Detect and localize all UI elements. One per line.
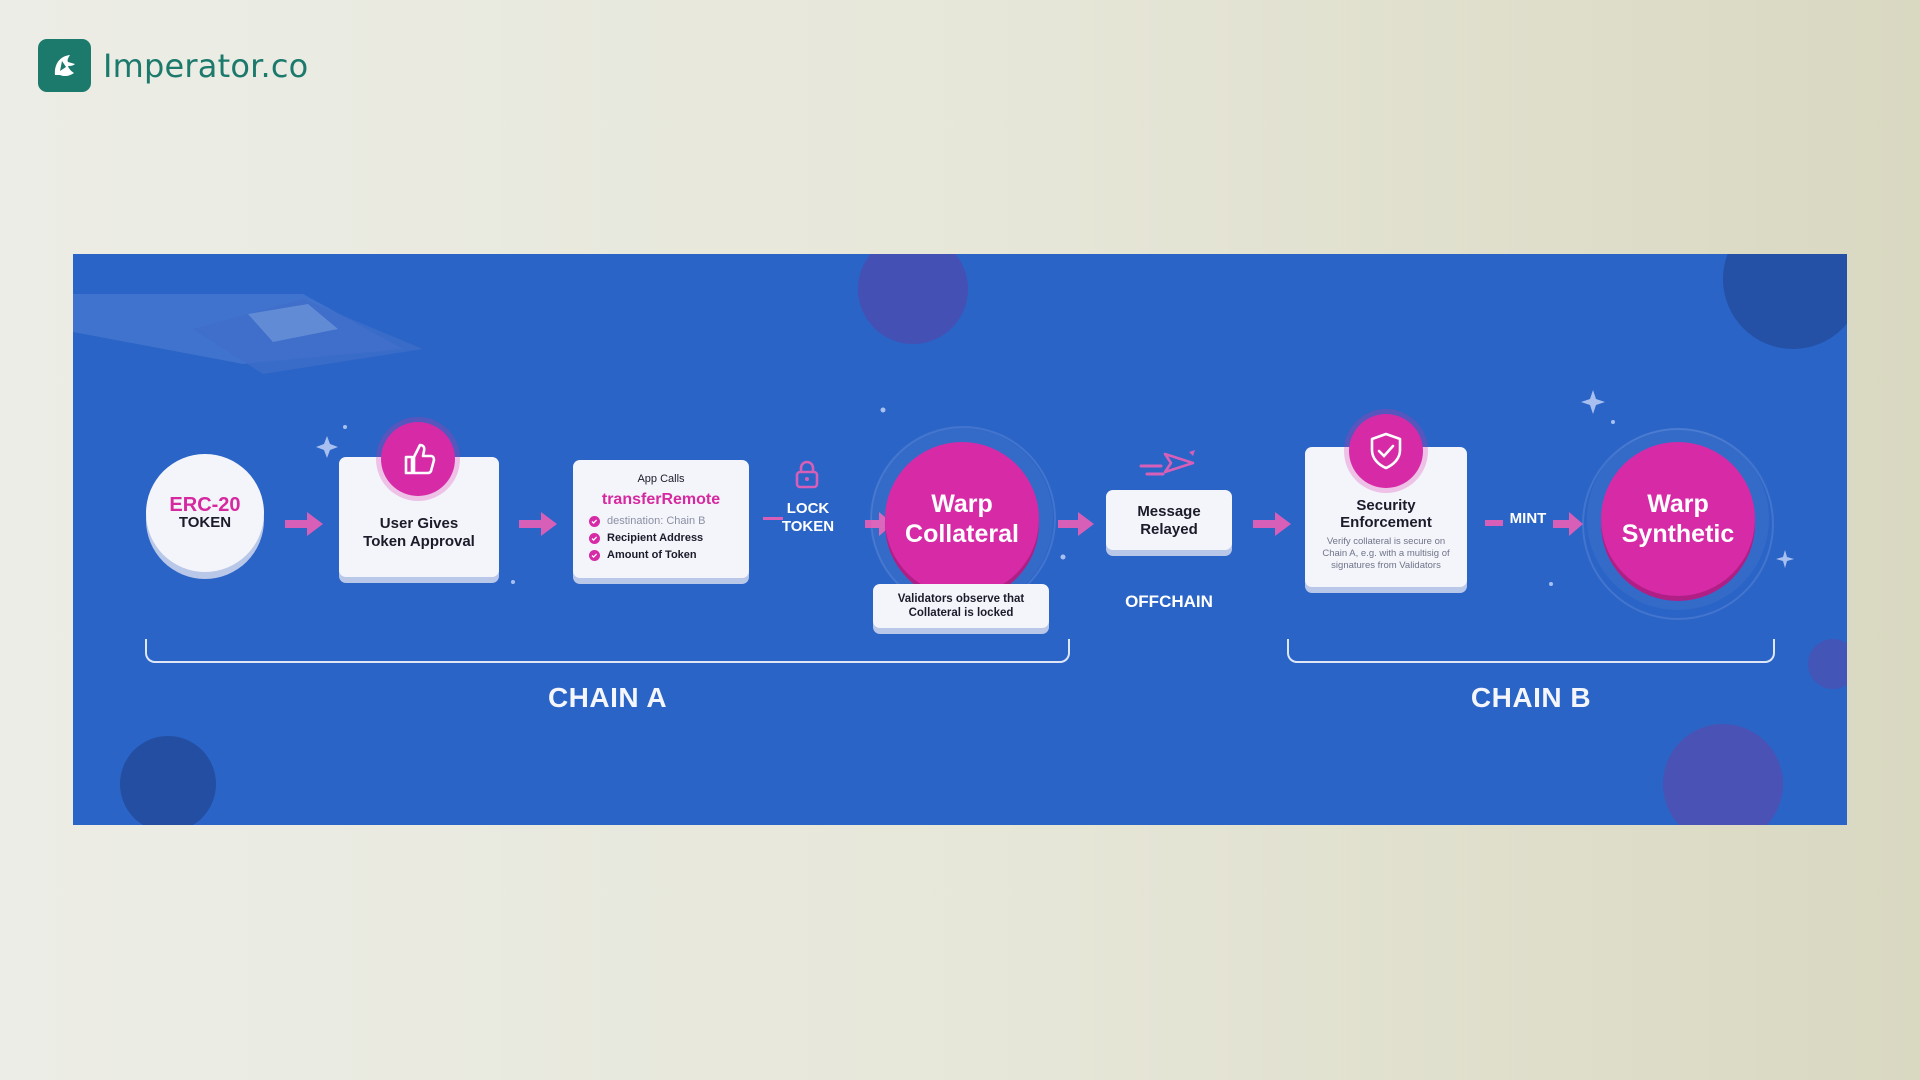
lock-token-label: LOCK TOKEN bbox=[781, 500, 835, 535]
security-description: Verify collateral is secure on Chain A, … bbox=[1322, 536, 1450, 571]
erc20-label: ERC-20 bbox=[169, 494, 241, 516]
chain-b-bracket bbox=[1287, 639, 1775, 663]
background-decoration bbox=[73, 254, 1847, 825]
check-icon bbox=[589, 516, 600, 527]
chain-a-label: CHAIN A bbox=[547, 682, 668, 713]
validators-note: Validators observe that Collateral is lo… bbox=[873, 584, 1049, 628]
offchain-label: OFFCHAIN bbox=[1125, 592, 1213, 611]
chain-b-label: CHAIN B bbox=[1470, 682, 1592, 713]
brand-name: Imperator.co bbox=[103, 46, 309, 85]
spartan-helmet-icon bbox=[38, 39, 91, 92]
lock-icon bbox=[793, 459, 821, 494]
synthetic-line2: Synthetic bbox=[1621, 520, 1735, 548]
shield-check-icon bbox=[1349, 414, 1423, 488]
erc20-token-node[interactable]: ERC-20 TOKEN bbox=[146, 454, 264, 572]
mint-label: MINT bbox=[1509, 510, 1547, 527]
collateral-line2: Collateral bbox=[905, 520, 1019, 548]
app-calls-header: App Calls bbox=[637, 473, 685, 485]
warp-synthetic-node[interactable]: Warp Synthetic bbox=[1601, 442, 1755, 596]
check-item-destination: destination: Chain B bbox=[589, 513, 705, 530]
collateral-line1: Warp bbox=[931, 490, 993, 518]
chain-a-bracket bbox=[145, 639, 1070, 663]
warp-collateral-node[interactable]: Warp Collateral bbox=[885, 442, 1039, 596]
approval-line1: User Gives bbox=[379, 515, 459, 532]
paper-plane-icon bbox=[1163, 450, 1197, 481]
check-icon bbox=[589, 550, 600, 561]
app-calls-card[interactable]: App Calls transferRemote destination: Ch… bbox=[573, 460, 749, 578]
message-relayed-card[interactable]: Message Relayed bbox=[1106, 490, 1232, 550]
check-item-recipient: Recipient Address bbox=[589, 530, 703, 547]
check-item-amount: Amount of Token bbox=[589, 547, 697, 564]
brand[interactable]: Imperator.co bbox=[38, 39, 308, 92]
thumbs-up-icon bbox=[381, 422, 455, 496]
transfer-remote-method: transferRemote bbox=[601, 491, 721, 508]
token-label: TOKEN bbox=[178, 514, 232, 531]
synthetic-line1: Warp bbox=[1647, 490, 1709, 518]
approval-line2: Token Approval bbox=[363, 533, 475, 550]
diagram-panel: ERC-20 TOKEN User Gives Token Approval A… bbox=[73, 254, 1847, 825]
check-icon bbox=[589, 533, 600, 544]
